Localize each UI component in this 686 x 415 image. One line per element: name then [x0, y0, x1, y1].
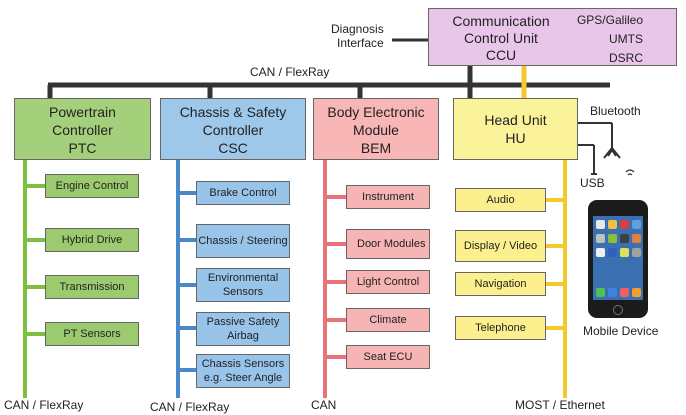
pt-sensors-node[interactable]: PT Sensors — [45, 322, 139, 346]
usb-label: USB — [580, 176, 605, 190]
bem-bus — [323, 160, 346, 398]
diagnosis-interface-label: Diagnosis Interface — [331, 22, 384, 50]
transmission-node[interactable]: Transmission — [45, 275, 139, 299]
ptc-bus-label: CAN / FlexRay — [4, 398, 84, 412]
environmental-sensors-node[interactable]: Environmental Sensors — [196, 268, 290, 302]
phone-screen — [593, 216, 643, 300]
hu-bus-label: MOST / Ethernet — [515, 398, 605, 412]
ccu-title-line: CCU — [485, 47, 517, 63]
ccu-title: Communication Control Unit CCU — [435, 13, 567, 64]
head-unit[interactable]: Head Unit HU — [453, 98, 578, 160]
dsrc-label: DSRC — [608, 51, 643, 65]
instrument-node[interactable]: Instrument — [346, 185, 430, 209]
ptc-line: PTC — [68, 140, 97, 156]
ptc-line: Powertrain — [49, 104, 116, 120]
csc-bus — [176, 160, 196, 398]
phone-home-button — [613, 305, 623, 315]
telephone-node[interactable]: Telephone — [455, 316, 546, 340]
mobile-device-icon — [588, 200, 648, 318]
diagnosis-line: Interface — [337, 36, 384, 50]
body-electronic-module[interactable]: Body Electronic Module BEM — [313, 98, 439, 160]
bluetooth-antenna-icon — [578, 122, 621, 159]
passive-safety-airbag-node[interactable]: Passive Safety Airbag — [196, 312, 290, 346]
ptc-line: Controller — [52, 122, 113, 138]
climate-node[interactable]: Climate — [346, 308, 430, 332]
ccu-box[interactable]: Communication Control Unit CCU GPS/Galil… — [428, 8, 677, 66]
light-control-node[interactable]: Light Control — [346, 270, 430, 294]
bem-line: Body Electronic — [327, 104, 425, 120]
seat-ecu-node[interactable]: Seat ECU — [346, 345, 430, 369]
gps-galileo-label: GPS/Galileo — [576, 13, 643, 27]
hu-line: Head Unit — [484, 112, 547, 128]
wireless-icon — [625, 169, 635, 176]
ccu-title-line: Communication — [452, 13, 550, 29]
bem-bus-label: CAN — [311, 398, 337, 412]
navigation-node[interactable]: Navigation — [455, 272, 546, 296]
chassis-safety-controller[interactable]: Chassis & Safety Controller CSC — [160, 98, 306, 160]
bem-line: BEM — [360, 140, 392, 156]
bem-line: Module — [353, 122, 399, 138]
csc-line: CSC — [218, 140, 248, 156]
audio-node[interactable]: Audio — [455, 188, 546, 212]
hu-bus — [546, 160, 567, 398]
ptc-bus — [23, 160, 45, 398]
umts-label: UMTS — [609, 32, 643, 46]
csc-bus-label: CAN / FlexRay — [150, 400, 230, 414]
engine-control-node[interactable]: Engine Control — [45, 174, 139, 198]
diagnosis-line: Diagnosis — [331, 22, 384, 36]
hu-line: HU — [505, 130, 526, 146]
mobile-device-label: Mobile Device — [583, 324, 659, 338]
display-video-node[interactable]: Display / Video — [455, 230, 546, 262]
csc-line: Chassis & Safety — [179, 104, 287, 120]
ccu-title-line: Control Unit — [464, 30, 538, 46]
brake-control-node[interactable]: Brake Control — [196, 181, 290, 205]
chassis-steering-node[interactable]: Chassis / Steering — [196, 224, 290, 258]
chassis-sensors-node[interactable]: Chassis Sensors e.g. Steer Angle — [196, 354, 290, 388]
door-modules-node[interactable]: Door Modules — [346, 229, 430, 259]
bluetooth-label: Bluetooth — [590, 104, 641, 118]
usb-link — [578, 144, 597, 175]
csc-line: Controller — [202, 122, 264, 138]
hybrid-drive-node[interactable]: Hybrid Drive — [45, 228, 139, 252]
powertrain-controller[interactable]: Powertrain Controller PTC — [14, 98, 151, 160]
backbone-label: CAN / FlexRay — [250, 65, 330, 79]
